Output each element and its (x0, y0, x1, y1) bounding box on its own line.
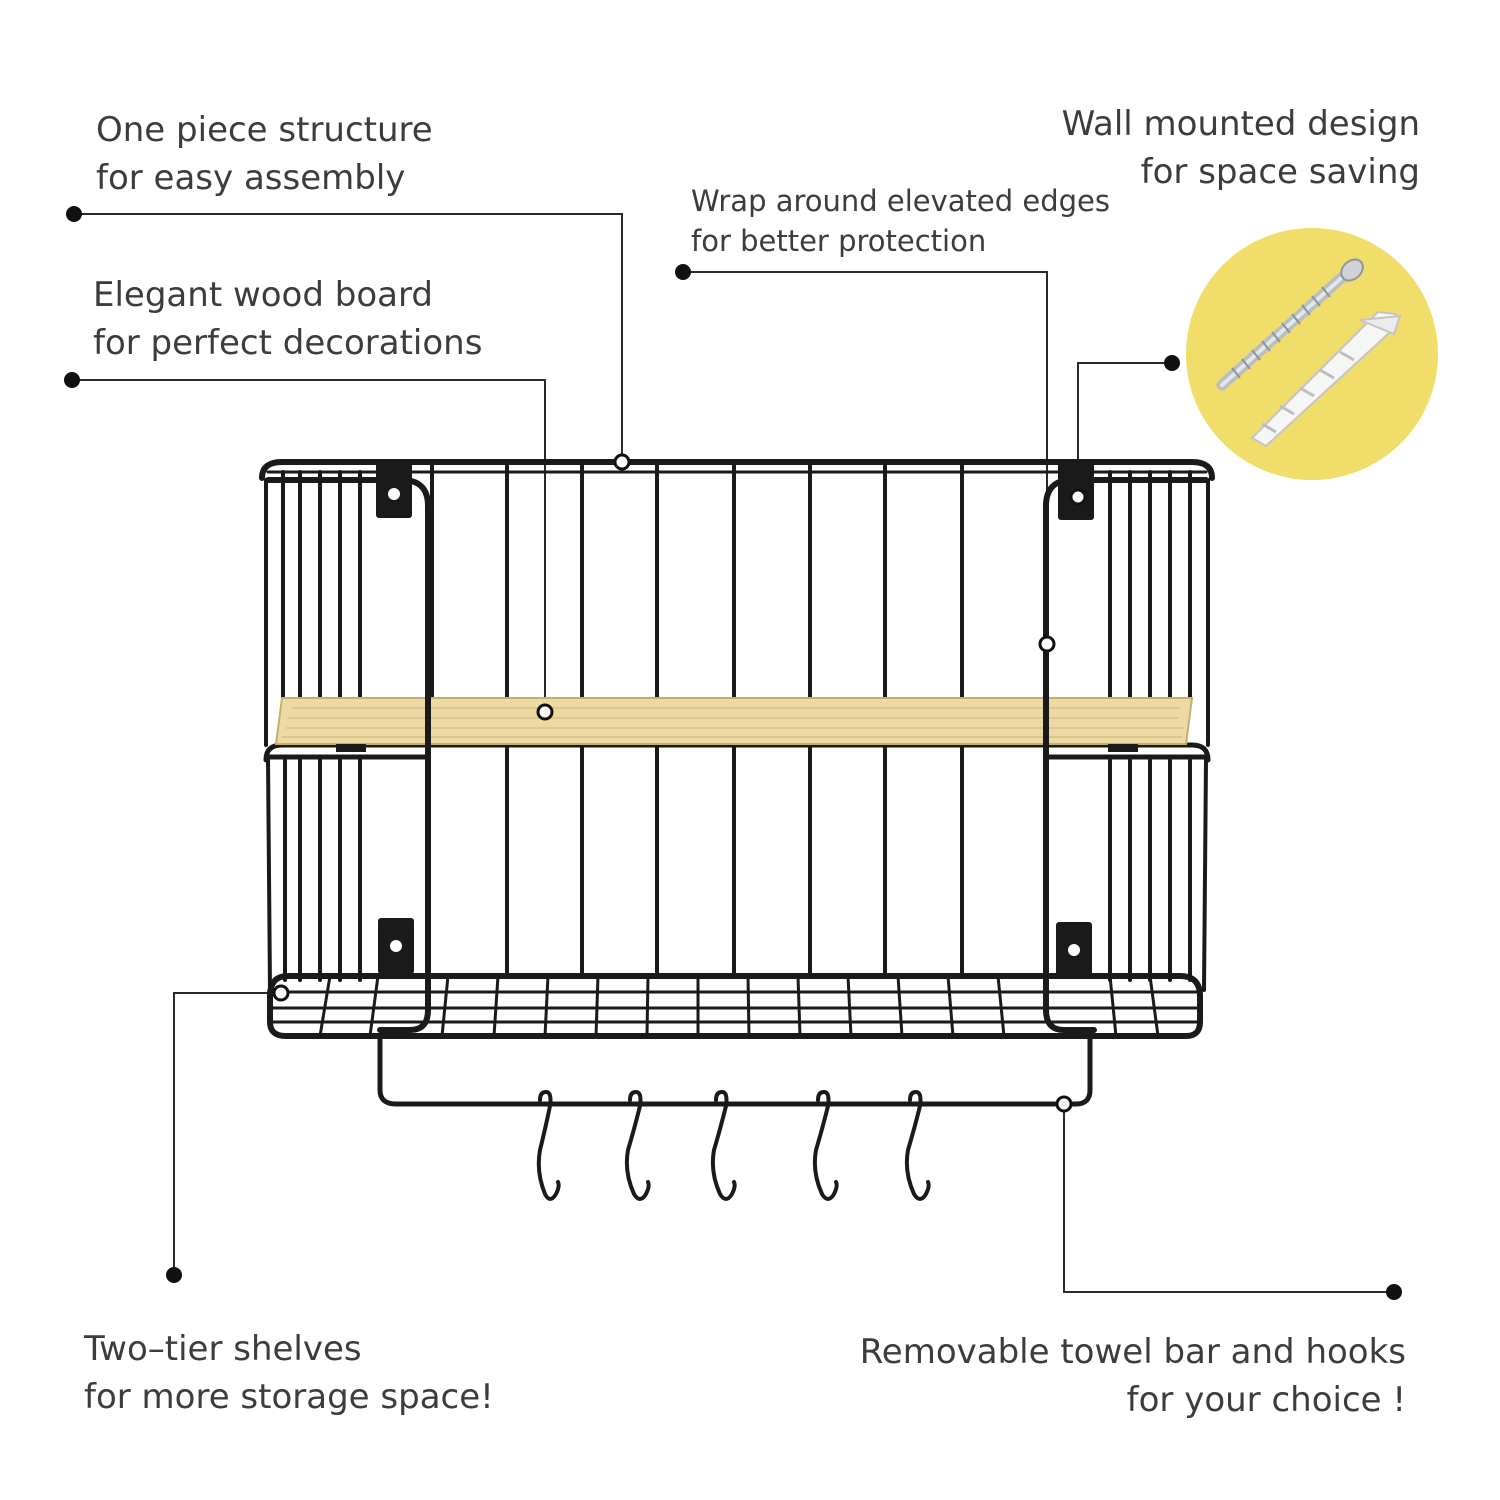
feature-subtitle: for better protection (691, 224, 987, 258)
feature-subtitle: for more storage space! (84, 1377, 494, 1417)
wall-anchor-icon (1250, 310, 1402, 448)
feature-title: Elegant wood board (93, 275, 433, 315)
feature-subtitle: for space saving (1140, 152, 1420, 192)
hook-5 (904, 1090, 931, 1201)
marker-one-piece (613, 453, 631, 471)
hook-1 (536, 1090, 561, 1201)
wood-board (274, 692, 1194, 752)
feature-title: Two–tier shelves (84, 1329, 362, 1369)
callout-dots (64, 206, 1402, 1300)
bottom-tray (267, 973, 1203, 1039)
feature-wood-board: Elegant wood board for perfect decoratio… (93, 271, 482, 367)
hooks (536, 1090, 931, 1201)
callout-line-wood-board (72, 379, 546, 712)
marker-towel-bar (1055, 1095, 1073, 1113)
callout-lines (72, 213, 1394, 1293)
hook-2 (624, 1090, 651, 1201)
tray-grid (270, 974, 1200, 1038)
wire-shelf (259, 459, 1215, 1201)
feature-title: Wall mounted design (1061, 104, 1420, 144)
callout-line-wrap-edges (683, 271, 1048, 644)
feature-title: Wrap around elevated edges (691, 184, 1110, 218)
marker-wood-board (536, 703, 554, 721)
callout-line-two-tier (173, 992, 281, 1275)
hook-4 (812, 1090, 839, 1201)
lower-bars (266, 743, 1208, 992)
top-rim (259, 459, 1215, 481)
towel-bar (377, 1033, 1093, 1107)
feature-title: One piece structure (96, 110, 433, 150)
callout-line-wall-mounted (1077, 362, 1172, 497)
feature-wall-mounted: Wall mounted design for space saving (1062, 100, 1420, 196)
upper-bars (264, 460, 1210, 747)
feature-subtitle: for perfect decorations (93, 323, 483, 363)
feature-subtitle: for easy assembly (96, 158, 406, 198)
hardware-badge (1186, 228, 1438, 480)
callout-line-one-piece (74, 213, 623, 462)
feature-one-piece: One piece structure for easy assembly (96, 106, 433, 202)
screw-icon (1216, 258, 1364, 391)
marker-wrap-edges (1038, 635, 1056, 653)
hook-3 (710, 1090, 737, 1201)
callout-markers (272, 453, 1087, 1113)
feature-towel-bar: Removable towel bar and hooks for your c… (860, 1328, 1406, 1424)
marker-wall-mounted (1069, 488, 1087, 506)
feature-title: Removable towel bar and hooks (859, 1332, 1406, 1372)
feature-subtitle: for your choice ! (1126, 1380, 1406, 1420)
feature-wrap-edges: Wrap around elevated edges for better pr… (691, 181, 1110, 261)
feature-two-tier: Two–tier shelves for more storage space! (84, 1325, 494, 1421)
callout-line-towel-bar (1063, 1104, 1394, 1293)
badge-circle (1186, 228, 1438, 480)
marker-two-tier (272, 984, 290, 1002)
